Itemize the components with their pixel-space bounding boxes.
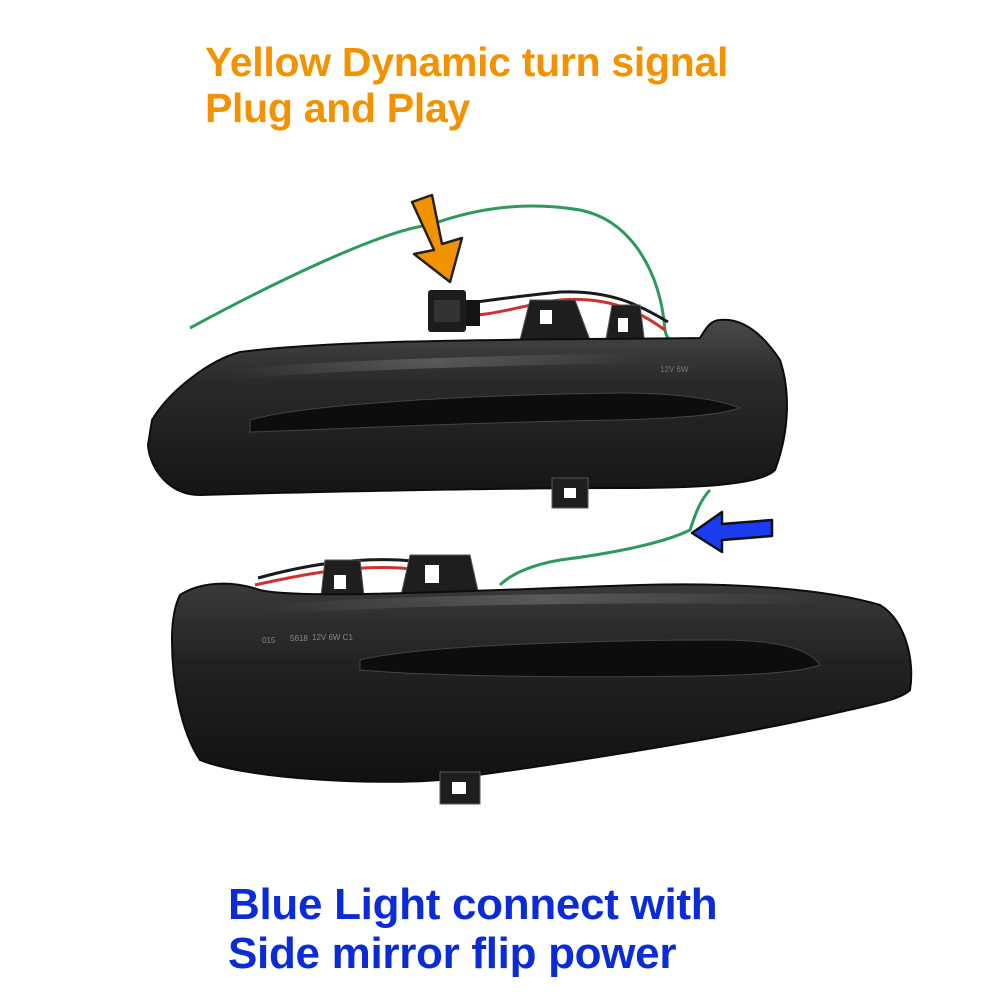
upper-mount-clips <box>519 299 646 346</box>
blue-arrow-left-icon <box>690 510 774 554</box>
lower-marking-left: 015 <box>262 636 276 645</box>
bottom-caption-line2: Side mirror flip power <box>228 929 677 979</box>
lower-marking-mid: 5618 <box>290 634 308 643</box>
orange-arrow-down-icon <box>410 193 464 284</box>
top-caption-line1: Yellow Dynamic turn signal <box>205 39 729 85</box>
upper-bottom-clip <box>551 477 589 509</box>
lower-bottom-clip <box>439 771 481 805</box>
upper-mirror-indicator: 12V 6W <box>146 204 788 509</box>
lower-marking-right: 12V 6W C1 <box>312 633 353 642</box>
upper-black-wire <box>454 290 669 324</box>
lower-lens-body <box>170 582 913 783</box>
lower-green-wire <box>498 488 712 587</box>
upper-connector-plug <box>428 290 480 332</box>
lower-mirror-indicator: 015 5618 12V 6W C1 <box>170 488 913 805</box>
top-caption: Yellow Dynamic turn signal Plug and Play <box>205 39 729 132</box>
bottom-caption-line1: Blue Light connect with <box>228 880 718 929</box>
upper-lens-marking: 12V 6W <box>660 365 689 374</box>
bottom-caption: Blue Light connect with Side mirror flip… <box>228 880 718 979</box>
top-caption-line2: Plug and Play <box>205 84 470 131</box>
lower-light-strip <box>359 639 821 678</box>
upper-light-strip <box>249 392 742 433</box>
